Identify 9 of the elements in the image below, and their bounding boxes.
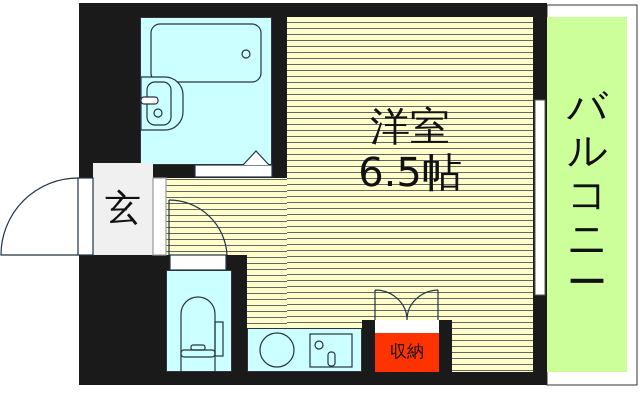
living-room <box>287 17 533 372</box>
toilet-area <box>166 270 232 372</box>
room-label: 収納 <box>390 342 424 362</box>
room-label: バルコニー <box>567 84 607 304</box>
balcony-area <box>547 17 627 372</box>
room-label: 玄 <box>105 188 141 230</box>
kitchen-area <box>247 328 362 372</box>
entrance-area <box>93 163 153 255</box>
storage-closet <box>375 333 439 372</box>
